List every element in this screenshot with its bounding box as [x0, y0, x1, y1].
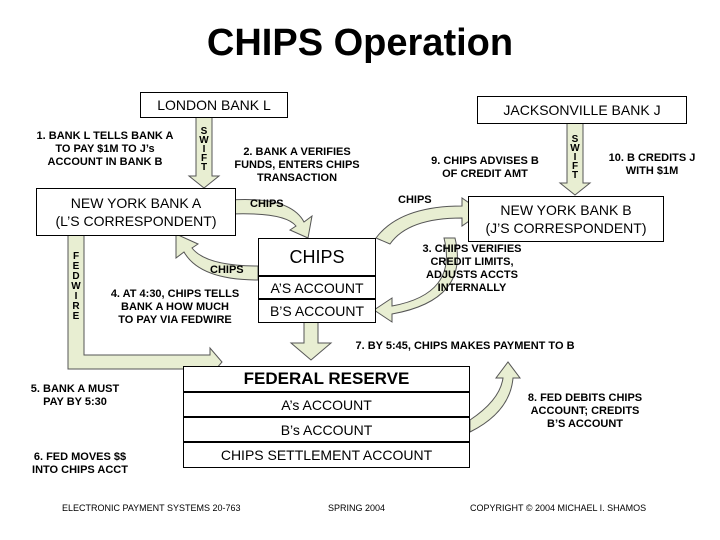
- ny-bank-b-label: NEW YORK BANK B (J’S CORRESPONDENT): [485, 202, 647, 236]
- ny-bank-b-box: NEW YORK BANK B (J’S CORRESPONDENT): [468, 196, 664, 242]
- london-bank-label: LONDON BANK L: [157, 97, 271, 113]
- step-6: 6. FED MOVES $$ INTO CHIPS ACCT: [32, 451, 128, 476]
- chips-tag-upper-right: CHIPS: [398, 194, 432, 206]
- fed-chips-settlement-text: CHIPS SETTLEMENT ACCOUNT: [220, 447, 433, 463]
- fed-a-account-text: A’s ACCOUNT: [281, 396, 372, 413]
- fed-b-account: B’s ACCOUNT: [183, 417, 470, 442]
- ny-bank-a-label: NEW YORK BANK A (L’S CORRESPONDENT): [55, 195, 217, 229]
- swift-label-right: SWIFT: [567, 126, 583, 186]
- fed-b-account-text: B’s ACCOUNT: [280, 421, 373, 438]
- fedwire-text: FEDWIRE: [70, 251, 82, 321]
- fed-chips-settlement-account: CHIPS SETTLEMENT ACCOUNT: [183, 442, 470, 468]
- fed-box-title: FEDERAL RESERVE: [183, 366, 470, 392]
- footer-copyright: COPYRIGHT © 2004 MICHAEL I. SHAMOS: [470, 503, 647, 513]
- step-5: 5. BANK A MUST PAY BY 5:30: [30, 383, 120, 408]
- step-7: 7. BY 5:45, CHIPS MAKES PAYMENT TO B: [355, 340, 575, 352]
- swift-arrow-left: [187, 111, 221, 189]
- step-3: 3. CHIPS VERIFIES CREDIT LIMITS, ADJUSTS…: [422, 243, 522, 294]
- swift-right-text: SWIFT: [569, 133, 581, 179]
- step-9: 9. CHIPS ADVISES B OF CREDIT AMT: [431, 155, 539, 180]
- fed-a-account: A’s ACCOUNT: [183, 392, 470, 417]
- chips-a-account-text: A’S ACCOUNT: [270, 279, 364, 296]
- swift-left-text: SWIFT: [198, 125, 210, 171]
- fedwire-label: FEDWIRE: [68, 238, 84, 334]
- jacksonville-bank-label: JACKSONVILLE BANK J: [503, 102, 661, 118]
- london-bank-box: LONDON BANK L: [140, 92, 288, 118]
- jacksonville-bank-box: JACKSONVILLE BANK J: [477, 96, 687, 124]
- page-title: CHIPS Operation: [206, 22, 514, 64]
- ny-bank-a-box: NEW YORK BANK A (L’S CORRESPONDENT): [36, 188, 236, 236]
- step-1: 1. BANK L TELLS BANK A TO PAY $1M TO J’s…: [36, 130, 174, 168]
- chips-b-account: B’S ACCOUNT: [258, 299, 376, 323]
- footer-course: ELECTRONIC PAYMENT SYSTEMS 20-763: [62, 503, 241, 513]
- step8-arrow: [469, 361, 521, 433]
- step7-arrow: [289, 321, 333, 361]
- step-8: 8. FED DEBITS CHIPS ACCOUNT; CREDITS B’S…: [527, 392, 643, 430]
- fed-box-title-text: FEDERAL RESERVE: [243, 369, 410, 388]
- chips-box-title-text: CHIPS: [289, 246, 345, 267]
- step-10: 10. B CREDITS J WITH $1M: [608, 152, 696, 177]
- chips-tag-upper-left: CHIPS: [250, 198, 284, 210]
- swift-arrow-right: [558, 119, 592, 196]
- chips-b-account-text: B’S ACCOUNT: [269, 303, 365, 319]
- chips-a-account: A’S ACCOUNT: [258, 276, 376, 299]
- swift-label-left: SWIFT: [196, 118, 212, 178]
- chips-tag-lower-left: CHIPS: [210, 264, 244, 276]
- step-4: 4. AT 4:30, CHIPS TELLS BANK A HOW MUCH …: [110, 288, 240, 326]
- chips-box-title: CHIPS: [258, 238, 376, 276]
- step-2: 2. BANK A VERIFIES FUNDS, ENTERS CHIPS T…: [234, 146, 360, 184]
- fedwire-arrow: [67, 233, 223, 378]
- footer-term: SPRING 2004: [328, 503, 386, 513]
